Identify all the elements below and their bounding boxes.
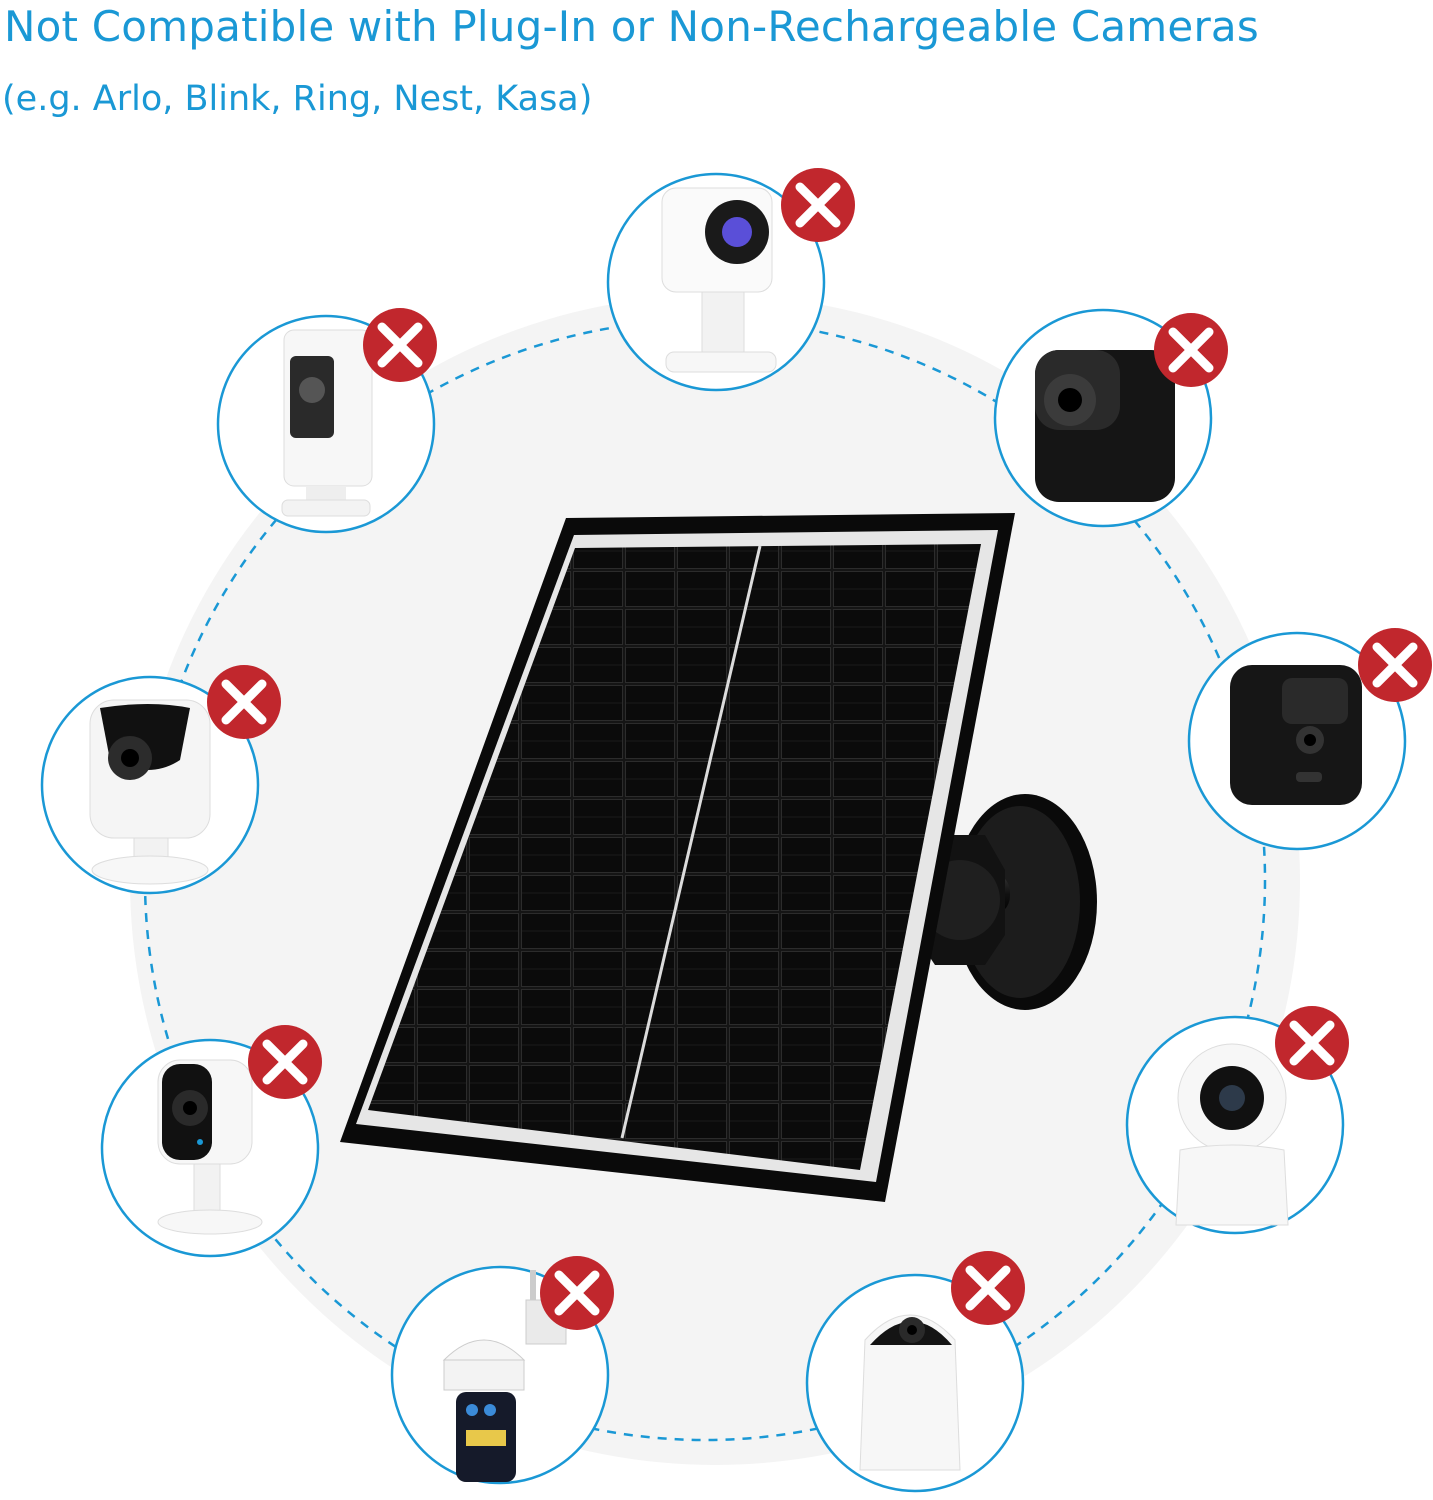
camera-illustration bbox=[1035, 350, 1175, 502]
wall-mount-bracket bbox=[870, 794, 1097, 1010]
x-mark-icon bbox=[207, 665, 281, 739]
camera-illustration bbox=[1230, 665, 1362, 805]
panel-center-seam bbox=[620, 545, 762, 1139]
camera-illustration bbox=[157, 1059, 263, 1235]
x-mark-icon bbox=[781, 168, 855, 242]
camera-badge-ring bbox=[216, 308, 437, 534]
x-mark-icon bbox=[1358, 628, 1432, 702]
solar-panel bbox=[340, 513, 1015, 1202]
camera-badge-eufy bbox=[100, 1025, 322, 1258]
camera-badge-xiaomi bbox=[1125, 1006, 1349, 1235]
camera-illustration bbox=[281, 329, 373, 517]
camera-illustration bbox=[859, 1314, 961, 1471]
x-mark-icon bbox=[363, 308, 437, 382]
x-mark-icon bbox=[1275, 1006, 1349, 1080]
x-mark-icon bbox=[540, 1256, 614, 1330]
camera-badge-ptz bbox=[390, 1256, 614, 1485]
camera-badge-blink bbox=[1187, 628, 1432, 851]
page-subtitle: (e.g. Arlo, Blink, Ring, Nest, Kasa) bbox=[2, 79, 593, 119]
camera-illustration bbox=[661, 187, 777, 373]
x-mark-icon bbox=[248, 1025, 322, 1099]
page-title: Not Compatible with Plug-In or Non-Recha… bbox=[4, 2, 1259, 51]
camera-illustration bbox=[442, 1270, 567, 1482]
camera-illustration bbox=[89, 699, 211, 885]
camera-badge-dome bbox=[805, 1251, 1025, 1493]
camera-badge-kasa bbox=[40, 665, 281, 895]
camera-illustration bbox=[1175, 1043, 1289, 1226]
camera-badge-arlo bbox=[993, 308, 1228, 528]
x-mark-icon bbox=[951, 1251, 1025, 1325]
x-mark-icon bbox=[1154, 313, 1228, 387]
camera-badge-wyze bbox=[606, 168, 855, 392]
